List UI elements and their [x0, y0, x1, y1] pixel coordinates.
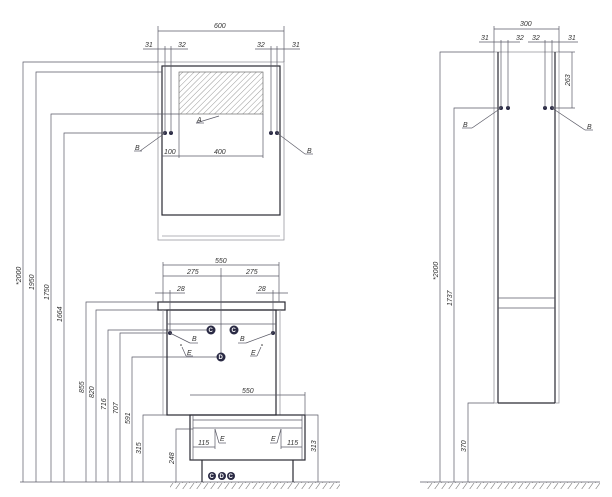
svg-text:C: C — [210, 474, 215, 480]
dim-115-left: 115 — [198, 440, 209, 447]
dim-400: 400 — [214, 149, 226, 156]
connector-d-floor: D — [218, 472, 226, 480]
dim-1664: 1664 — [57, 306, 64, 322]
tall-cabinet — [493, 51, 560, 404]
dim-100: 100 — [164, 149, 176, 156]
ground-left — [20, 481, 340, 489]
dim-31-side-right: 31 — [568, 35, 576, 42]
dim-275-left: 275 — [186, 269, 199, 276]
dim-1750: 1750 — [44, 284, 51, 300]
mirror-cabinet — [157, 61, 285, 241]
label-b-mirror-right: B — [307, 148, 312, 155]
dim-28-left: 28 — [176, 286, 185, 293]
lower-unit — [189, 414, 306, 482]
label-b-side-right: B — [587, 124, 592, 131]
dim-1737: 1737 — [447, 289, 454, 306]
dim-2000: *2000 — [16, 267, 23, 285]
dim-2000-side: *2000 — [433, 262, 440, 280]
dim-32-side-right: 32 — [532, 35, 540, 42]
connector-d: D — [216, 352, 226, 362]
connector-c-floor-left: C — [208, 472, 216, 480]
connector-c-left: C — [206, 325, 216, 335]
label-b-side-left: B — [463, 122, 468, 129]
label-a: A — [196, 117, 202, 124]
label-b-vanity-right: B — [240, 336, 245, 343]
svg-text:C: C — [209, 328, 214, 334]
svg-text:C: C — [232, 328, 237, 334]
dim-263: 263 — [565, 74, 572, 87]
dim-115-right: 115 — [287, 440, 298, 447]
ground-right — [420, 481, 600, 489]
dim-707: 707 — [113, 401, 120, 414]
lower-dimensions: 550 E E 115 115 248 313 C D C — [169, 388, 319, 482]
dim-32-side-left: 32 — [516, 35, 524, 42]
label-e-lower-right: E — [271, 436, 276, 443]
label-e-right: E — [251, 350, 256, 357]
dim-32-left: 32 — [178, 42, 186, 49]
connector-c-floor-right: C — [227, 472, 235, 480]
svg-text:C: C — [229, 474, 234, 480]
vanity-dimensions: 550 275 275 28 28 B B E E C C D — [155, 258, 288, 362]
dim-275-right: 275 — [245, 269, 258, 276]
label-b-mirror-left: B — [135, 145, 140, 152]
dim-315: 315 — [136, 442, 143, 454]
dim-370: 370 — [461, 440, 468, 452]
dim-31-left: 31 — [145, 42, 153, 49]
tall-cabinet-dimensions: 300 31 32 32 31 263 *2000 1737 370 B B — [433, 21, 593, 482]
label-e-left: E — [187, 350, 192, 357]
dim-1950: 1950 — [29, 274, 36, 290]
mirror-hatched-area — [178, 71, 264, 115]
dim-31-side-left: 31 — [481, 35, 489, 42]
dim-550-top: 550 — [215, 258, 227, 265]
dim-300: 300 — [520, 21, 532, 28]
label-b-vanity-left: B — [192, 336, 197, 343]
mirror-dimensions: 600 31 32 32 31 100 400 A B B — [134, 23, 313, 158]
dim-591: 591 — [125, 412, 132, 424]
dim-32-right: 32 — [257, 42, 265, 49]
dim-716: 716 — [101, 398, 108, 410]
height-dimensions-left: *2000 1950 1750 1664 855 820 716 707 591… — [16, 61, 221, 482]
dim-820: 820 — [89, 386, 96, 398]
svg-text:D: D — [219, 355, 224, 361]
dim-550-lower: 550 — [242, 388, 254, 395]
svg-text:D: D — [220, 474, 225, 480]
dim-313: 313 — [311, 440, 318, 452]
dim-28-right: 28 — [257, 286, 266, 293]
connector-c-right: C — [229, 325, 239, 335]
dim-600: 600 — [214, 23, 226, 30]
vanity-cabinet — [157, 268, 286, 416]
dim-248: 248 — [169, 452, 176, 465]
dim-31-right: 31 — [292, 42, 300, 49]
label-e-lower-left: E — [220, 436, 225, 443]
dim-855: 855 — [79, 381, 86, 393]
